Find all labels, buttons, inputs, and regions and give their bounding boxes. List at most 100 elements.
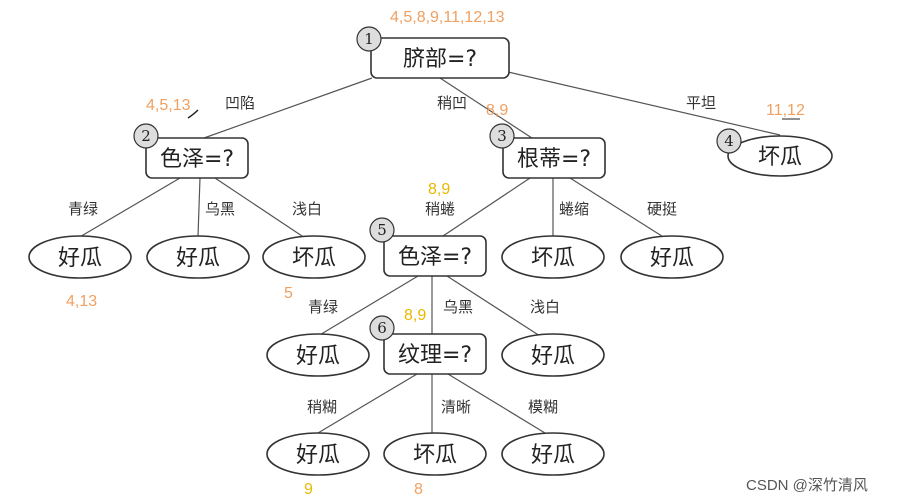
node-index-badge [369,217,395,243]
edge-label-2-b: 乌黑 [205,200,235,218]
node-index-badge [716,128,742,154]
edge-label-3-c: 硬挺 [647,200,677,218]
node-index: 2 [141,127,151,145]
edge-6-c [447,373,546,434]
node-label: 脐部=? [403,47,477,72]
leaf-label: 好瓜 [58,246,102,271]
leaf-5a: 好瓜 [266,333,370,377]
node-2: 色泽=? 2 [133,123,249,179]
leaf-5c: 好瓜 [501,333,605,377]
annotation-root: 4,5,8,9,11,12,13 [390,9,505,26]
edge-2-b [197,177,201,237]
edge-2-c [214,177,306,239]
leaf-2a: 好瓜 [28,235,132,279]
annotation-leaf-6b: 8 [414,481,423,498]
leaf-ellipse [383,432,487,476]
leaf-ellipse [262,235,366,279]
node-label: 色泽=? [398,245,472,270]
node-1: 脐部=? 1 [356,26,510,79]
node-index-badge [133,123,159,149]
node-4: 坏瓜 4 [716,128,833,177]
leaf-3c: 好瓜 [620,235,724,279]
node-label: 纹理=? [398,343,472,368]
leaf-ellipse [146,235,250,279]
edge-label-2-a: 青绿 [68,200,98,218]
node-label: 根蒂=? [517,147,591,172]
annotation-node-2: 4,5,13 [146,97,191,114]
annotation-leaf-2c: 5 [284,285,293,302]
node-5: 色泽=? 5 [369,217,487,277]
sample-annotations: 4,5,8,9,11,12,13 4,5,13 8,9 11,12 8,9 4,… [66,9,805,498]
edge-3-5 [439,177,531,239]
leaf-ellipse [501,235,605,279]
edge-label-3-5: 稍蜷 [425,200,455,218]
node-index-badge [369,315,395,341]
annotation-leaf-6a: 9 [304,481,313,498]
leaf-label: 好瓜 [531,344,575,369]
leaf-label: 好瓜 [296,443,340,468]
leaf-ellipse [266,333,370,377]
node-label: 色泽=? [160,147,234,172]
edge-6-a [317,373,418,434]
node-index-badge [356,26,382,52]
edges [77,71,781,434]
node-box [383,333,487,375]
annotation-node-5: 8,9 [428,181,450,198]
node-index: 1 [364,30,374,48]
leaf-2c: 坏瓜 [262,235,366,279]
node-index: 5 [377,221,387,239]
node-box [370,37,510,79]
leaf-label: 好瓜 [296,344,340,369]
node-index-badge [489,123,515,149]
edge-label-1-3: 稍凹 [437,94,467,112]
edge-1-3 [439,77,536,141]
annotation-node-6: 8,9 [404,307,426,324]
leaf-6b: 坏瓜 [383,432,487,476]
edge-label-5-c: 浅白 [530,298,560,316]
edge-2-a [77,177,181,239]
edge-label-5-6: 乌黑 [443,298,473,316]
leaf-label: 好瓜 [531,443,575,468]
leaf-ellipse [501,432,605,476]
leaf-ellipse [266,432,370,476]
edge-label-1-4: 平坦 [686,94,716,112]
node-3: 根蒂=? 3 [489,123,606,179]
annotation-leaf-2a: 4,13 [66,293,97,310]
node-index: 6 [377,319,387,337]
edge-label-6-b: 清晰 [441,398,471,416]
leaf-3b: 坏瓜 [501,235,605,279]
edge-5-a [317,275,419,337]
edge-label-3-b: 蜷缩 [559,200,589,218]
edge-label-2-c: 浅白 [292,200,322,218]
annotation-underline-mark [187,109,199,119]
edge-label-5-a: 青绿 [308,298,338,316]
leaf-6a: 好瓜 [266,432,370,476]
leaf-label: 好瓜 [176,246,220,271]
edge-5-c [446,275,541,337]
edge-label-6-a: 稍糊 [307,398,337,416]
node-label: 坏瓜 [758,145,802,170]
leaf-ellipse [620,235,724,279]
annotation-node-4: 11,12 [766,102,805,119]
node-6: 纹理=? 6 [369,315,487,375]
leaf-nodes: 好瓜 好瓜 坏瓜 坏瓜 好瓜 好瓜 好瓜 好瓜 [28,235,724,476]
leaf-ellipse [501,333,605,377]
leaf-2b: 好瓜 [146,235,250,279]
edge-3-c [569,177,666,239]
edge-label-6-c: 模糊 [528,398,558,416]
leaf-label: 坏瓜 [413,443,457,468]
node-ellipse [727,135,833,177]
node-index: 3 [497,127,507,145]
leaf-ellipse [28,235,132,279]
edge-labels: 凹陷 稍凹 平坦 青绿 乌黑 浅白 稍蜷 蜷缩 硬挺 青绿 乌黑 浅白 稍糊 清… [68,94,716,416]
node-box [383,235,487,277]
edge-label-1-2: 凹陷 [225,94,255,112]
watermark: CSDN @深竹清风 [746,477,868,494]
leaf-6c: 好瓜 [501,432,605,476]
edge-1-4 [507,71,781,136]
leaf-label: 坏瓜 [292,246,336,271]
leaf-label: 好瓜 [650,246,694,271]
leaf-label: 坏瓜 [531,246,575,271]
annotation-node-3: 8,9 [486,102,508,119]
